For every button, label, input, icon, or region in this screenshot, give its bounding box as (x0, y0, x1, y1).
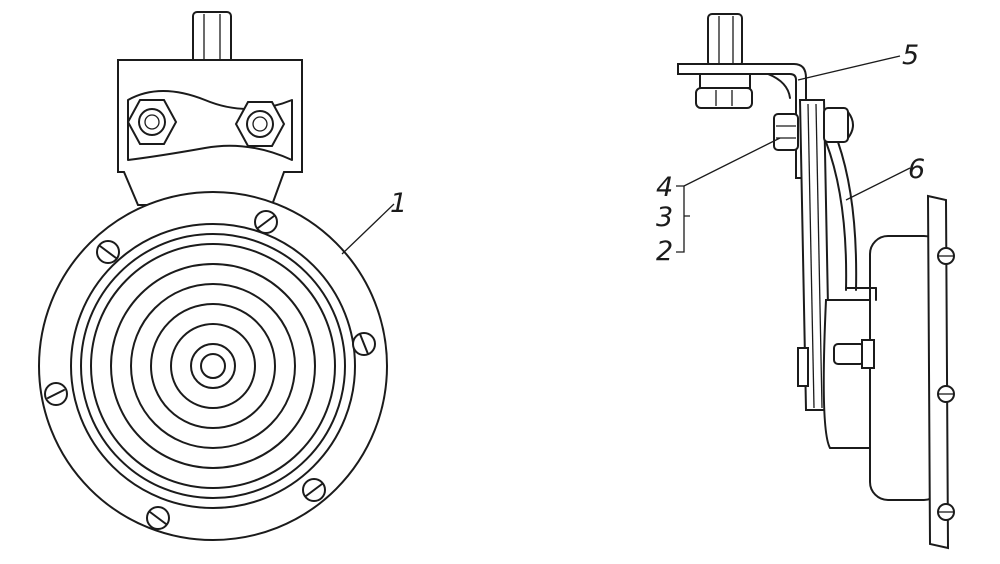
flange-screw (96, 240, 120, 264)
callout-label-6: 6 (908, 154, 925, 185)
side-nut (773, 113, 799, 151)
flange-screw (352, 332, 376, 356)
leader-1 (341, 203, 395, 255)
side-flange-plate (926, 194, 955, 550)
front-view (38, 11, 395, 541)
callout-label-3: 3 (656, 202, 673, 233)
leader-5 (797, 55, 901, 81)
flange-screw (44, 382, 68, 406)
side-spring-arm (825, 141, 858, 291)
callout-label-5: 5 (902, 40, 919, 71)
leader-4 (683, 137, 781, 187)
flange-screw (254, 210, 278, 234)
side-right-nut (823, 107, 854, 143)
side-top-nut (695, 73, 753, 109)
flange-screw (302, 478, 326, 502)
side-tab (797, 347, 809, 387)
front-bracket-nut-left (126, 99, 178, 145)
callout-brace (676, 185, 690, 253)
leader-6 (845, 167, 911, 201)
side-diaphragm-stack (798, 99, 832, 411)
front-bracket-nut-right (234, 101, 286, 147)
callout-label-2: 2 (656, 236, 673, 267)
callout-label-4: 4 (656, 172, 673, 203)
front-mounting-stud (192, 11, 232, 65)
side-mounting-stud (707, 13, 743, 67)
callout-labels: 1 5 6 4 3 2 (390, 40, 925, 267)
front-flange-screws (44, 210, 376, 530)
side-view (676, 13, 955, 550)
side-horn-housing (822, 235, 943, 501)
side-bracket (677, 63, 807, 179)
flange-screw (146, 506, 170, 530)
front-horn-body (38, 191, 388, 541)
callout-label-1: 1 (390, 188, 407, 219)
side-contact-terminal (833, 339, 875, 369)
